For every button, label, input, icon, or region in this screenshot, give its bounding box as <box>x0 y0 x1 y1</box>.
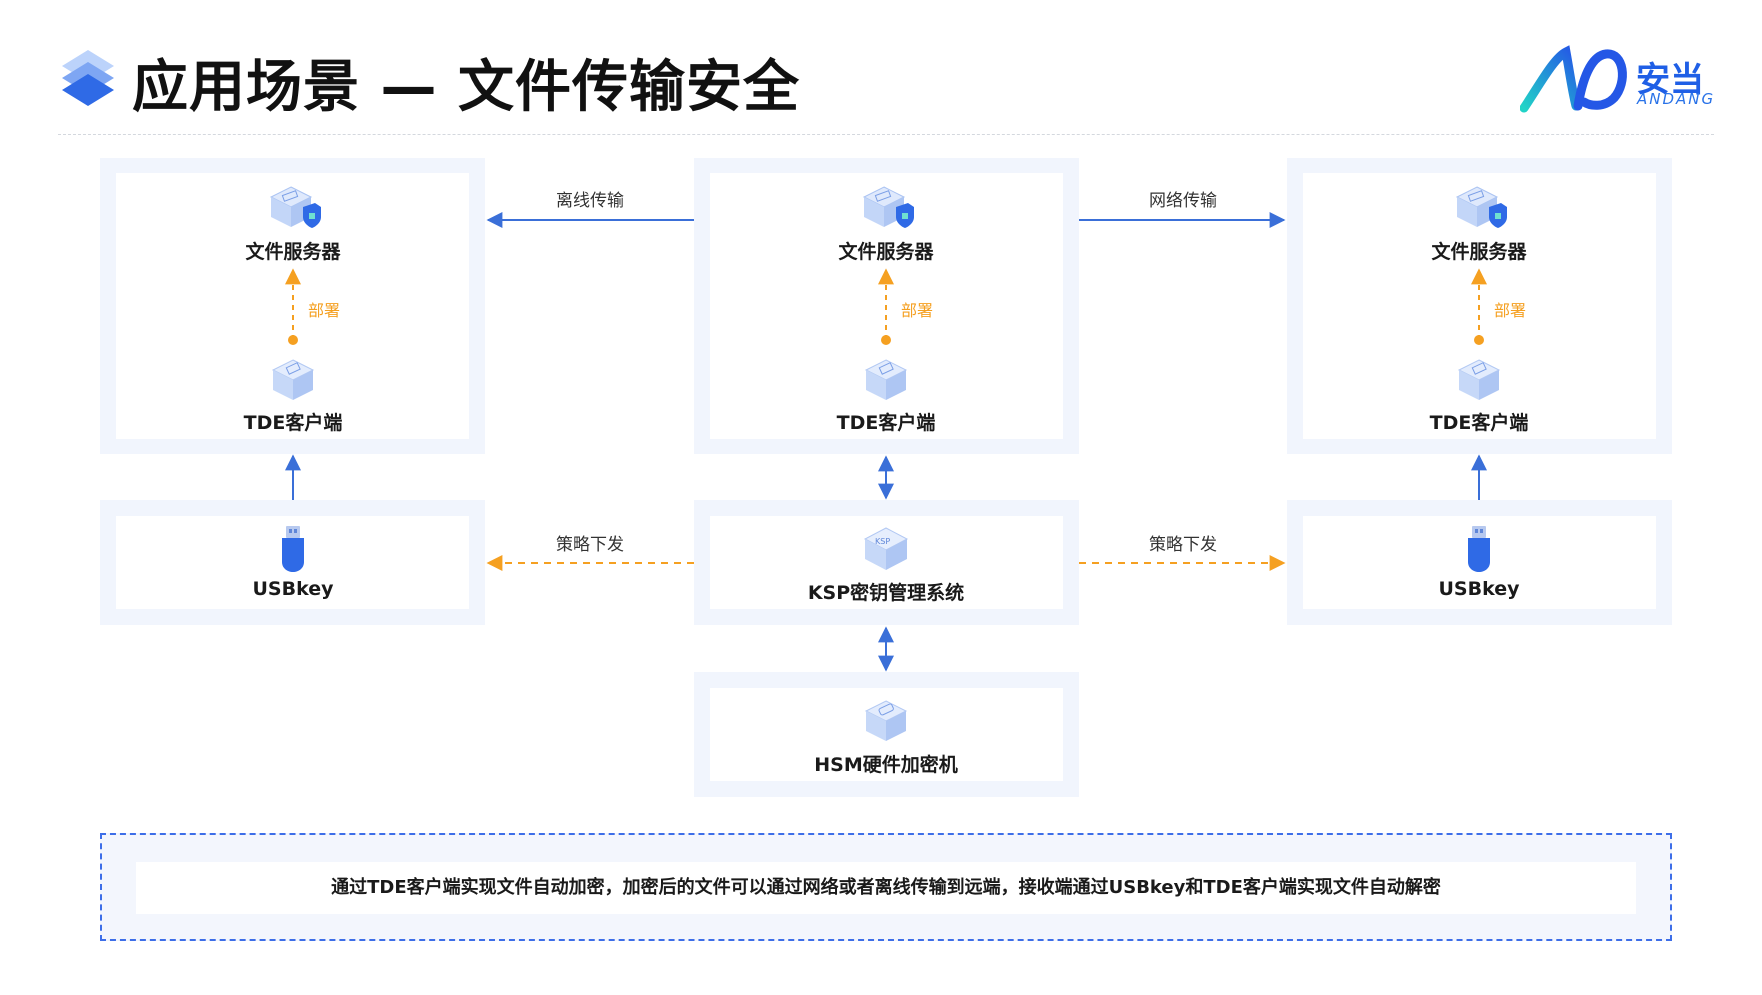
right-server-label: 文件服务器 <box>1431 241 1527 263</box>
logo-text-cn: 安当 <box>1636 60 1704 100</box>
summary-panel <box>136 862 1636 914</box>
ksp-key-system-icon: KSP <box>863 527 909 570</box>
network-transfer-label: 网络传输 <box>1149 191 1217 211</box>
stack-layers-icon <box>62 50 114 106</box>
left-server-label: 文件服务器 <box>245 241 341 263</box>
center-server-label: 文件服务器 <box>838 241 934 263</box>
svg-text:KSP: KSP <box>875 537 890 546</box>
summary-text: 通过TDE客户端实现文件自动加密，加密后的文件可以通过网络或者离线传输到远端，接… <box>331 877 1441 898</box>
tde-client-cube-icon <box>864 359 908 400</box>
policy-left-label: 策略下发 <box>556 535 624 555</box>
ksp-label: KSP密钥管理系统 <box>807 582 965 604</box>
left-deploy-label: 部署 <box>308 301 341 320</box>
policy-right-label: 策略下发 <box>1149 535 1217 555</box>
left-usbkey-label: USBkey <box>252 578 334 600</box>
center-deploy-label: 部署 <box>901 301 934 320</box>
right-deploy-label: 部署 <box>1494 301 1527 320</box>
company-logo <box>1520 44 1720 114</box>
page-title: 应用场景 — 文件传输安全 <box>132 55 800 120</box>
server-shield-icon <box>1455 186 1507 228</box>
header-divider <box>58 134 1714 135</box>
tde-client-cube-icon <box>271 359 315 400</box>
offline-transfer-label: 离线传输 <box>556 191 624 211</box>
hsm-label: HSM硬件加密机 <box>814 754 958 776</box>
usb-key-icon <box>282 526 304 572</box>
server-shield-icon <box>862 186 914 228</box>
logo-text-en: ANDANG <box>1637 90 1716 108</box>
andang-logo-mark-icon <box>1520 45 1627 113</box>
server-shield-icon <box>269 186 321 228</box>
right-usbkey-label: USBkey <box>1438 578 1520 600</box>
hsm-device-icon <box>864 700 908 741</box>
right-client-label: TDE客户端 <box>1429 412 1529 434</box>
tde-client-cube-icon <box>1457 359 1501 400</box>
usb-key-icon <box>1468 526 1490 572</box>
left-client-label: TDE客户端 <box>243 412 343 434</box>
center-client-label: TDE客户端 <box>836 412 936 434</box>
